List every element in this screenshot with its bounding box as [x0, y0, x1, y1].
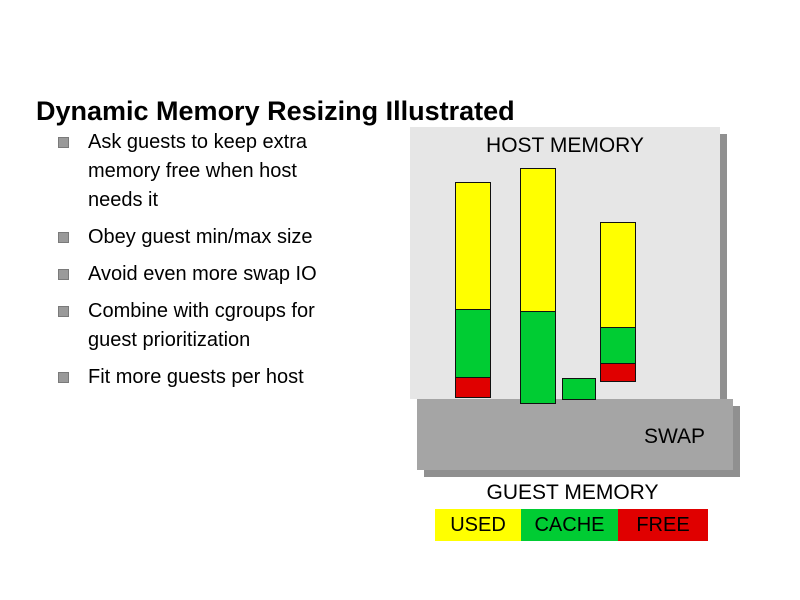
bar-segment-cache [562, 378, 596, 400]
bullet-text: Combine with cgroups for guest prioritiz… [88, 300, 315, 351]
bullet-item: Combine with cgroups for guest prioritiz… [58, 297, 358, 355]
bullet-text: Obey guest min/max size [88, 226, 313, 248]
bar-segment-cache [455, 310, 491, 378]
bullet-text: Ask guests to keep extra memory free whe… [88, 131, 308, 211]
memory-bar [520, 168, 556, 404]
bullet-square-icon [58, 232, 69, 243]
legend-item-used: USED [435, 509, 521, 541]
bar-segment-used [520, 168, 556, 312]
bar-segment-cache [520, 312, 556, 404]
bullet-square-icon [58, 306, 69, 317]
bullet-item: Ask guests to keep extra memory free whe… [58, 128, 358, 215]
legend: USED CACHE FREE [435, 509, 708, 541]
bar-segment-used [600, 222, 636, 328]
bullet-item: Obey guest min/max size [58, 223, 358, 252]
guest-memory-label: GUEST MEMORY [486, 481, 659, 504]
legend-label-cache: CACHE [534, 514, 605, 536]
bullet-square-icon [58, 137, 69, 148]
bullet-list: Ask guests to keep extra memory free whe… [58, 128, 358, 400]
bar-segment-cache [600, 328, 636, 364]
legend-label-free: FREE [636, 514, 690, 536]
swap-label: SWAP [643, 425, 705, 448]
host-memory-label: HOST MEMORY [486, 134, 644, 157]
bullet-square-icon [58, 372, 69, 383]
legend-item-free: FREE [618, 509, 708, 541]
memory-bar [562, 378, 596, 400]
bullet-text: Fit more guests per host [88, 366, 304, 388]
bullet-item: Fit more guests per host [58, 363, 358, 392]
page-title: Dynamic Memory Resizing Illustrated [36, 96, 515, 127]
swap-box: SWAP [417, 399, 733, 470]
memory-bar [600, 222, 636, 382]
bullet-text: Avoid even more swap IO [88, 263, 317, 285]
bullet-square-icon [58, 269, 69, 280]
legend-label-used: USED [450, 514, 506, 536]
bullet-item: Avoid even more swap IO [58, 260, 358, 289]
bar-segment-free [455, 378, 491, 398]
legend-item-cache: CACHE [521, 509, 618, 541]
memory-bar [455, 182, 491, 398]
bar-segment-free [600, 364, 636, 382]
bar-segment-used [455, 182, 491, 310]
